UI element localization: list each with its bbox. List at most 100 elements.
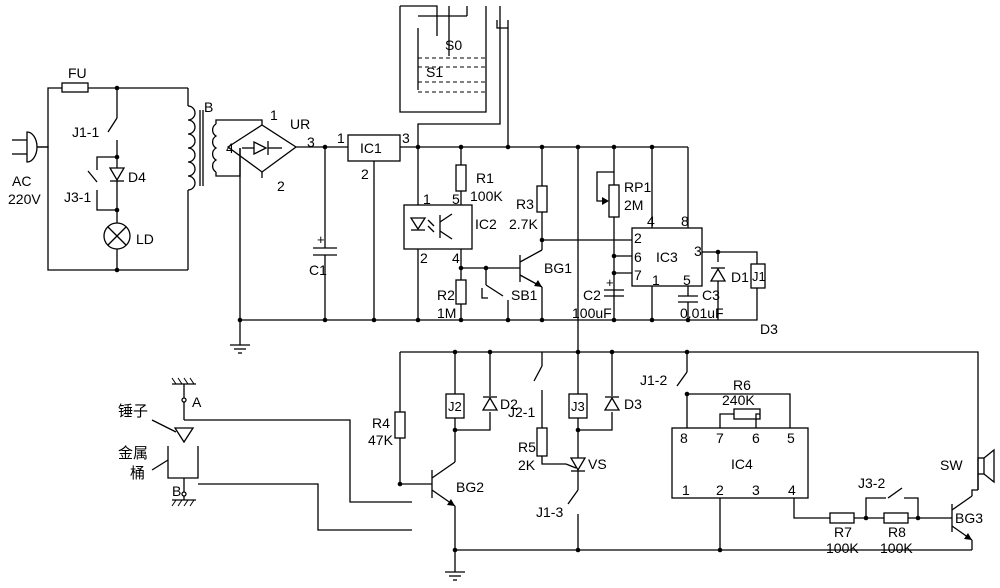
vs-label: VS: [588, 456, 607, 472]
r5-resistor: [537, 428, 547, 456]
d3-diode: [605, 397, 619, 410]
ic3-pin4: 4: [647, 213, 655, 229]
r7-value: 100K: [826, 540, 859, 556]
ic4-pin8: 8: [680, 430, 688, 446]
j1-2-label: J1-2: [640, 372, 667, 388]
ic2-optocoupler: [404, 205, 472, 249]
sb1-label: SB1: [511, 287, 538, 303]
d4-diode: [110, 160, 124, 210]
d4-label: D4: [128, 169, 146, 185]
r6-value: 240K: [722, 392, 755, 408]
ground-symbol: [230, 345, 250, 353]
j1-label: J1: [752, 269, 766, 284]
ic3-pin3: 3: [694, 243, 702, 259]
ac-label: AC: [12, 173, 31, 189]
point-a-label: A: [192, 394, 202, 410]
ur-label: UR: [290, 116, 310, 132]
bg2-label: BG2: [456, 479, 484, 495]
s0-label: S0: [445, 37, 462, 53]
d1-label: D1: [731, 269, 749, 285]
j1-3-switch: [568, 490, 578, 504]
r5-label: R5: [518, 439, 536, 455]
svg-text:+: +: [317, 232, 325, 247]
j1-3-label: J1-3: [536, 504, 563, 520]
ic3-pin7: 7: [634, 267, 642, 283]
ac-plug-symbol: [12, 88, 188, 270]
j2-1-switch: [534, 366, 542, 381]
r7-resistor: [830, 513, 854, 523]
b-label: B: [204, 99, 213, 115]
ic1-pin1: 1: [337, 130, 345, 146]
ic3-label: IC3: [656, 249, 678, 265]
bg1-label: BG1: [544, 260, 572, 276]
hammer-bucket-sensor: [152, 378, 412, 530]
j2-label: J2: [448, 399, 462, 414]
r4-resistor: [395, 412, 405, 438]
bridge-rectifier-ur: [228, 125, 325, 320]
j3-label: J3: [571, 399, 585, 414]
bg3-label: BG3: [955, 510, 983, 526]
ic2-pin4: 4: [452, 250, 460, 266]
r6-label: R6: [733, 377, 751, 393]
ic4-pin6: 6: [752, 430, 760, 446]
ic3-pin6: 6: [634, 249, 642, 265]
ic1-label: IC1: [360, 140, 382, 156]
bucket-label-line1: 金属: [118, 445, 148, 462]
rp1-label: RP1: [624, 179, 651, 195]
j2-1-label: J2-1: [508, 404, 535, 420]
ic4-pin7: 7: [716, 430, 724, 446]
j1-1-label: J1-1: [72, 124, 99, 140]
ic2-pin1: 1: [423, 191, 431, 207]
fuse-symbol: [62, 83, 88, 92]
c2-label: C2: [583, 287, 601, 303]
j1-1-switch: [108, 118, 117, 132]
r1-resistor: [456, 165, 466, 191]
r2-label: R2: [437, 287, 455, 303]
sw-label: SW: [940, 457, 963, 473]
c2-value: 100uF: [572, 305, 612, 321]
r4-label: R4: [372, 415, 390, 431]
c1-label: C1: [309, 262, 327, 278]
r2-value: 1M: [437, 305, 456, 321]
ic4-pin4: 4: [788, 482, 796, 498]
ac-voltage-label: 220V: [8, 191, 41, 207]
r3-value: 2.7K: [509, 216, 538, 232]
r3-resistor: [537, 186, 547, 212]
s1-label: S1: [426, 64, 443, 80]
ur-pin1: 1: [270, 107, 278, 123]
bg2-transistor: [432, 462, 455, 506]
hammer-label: 锤子: [118, 403, 148, 420]
rp1-value: 2M: [624, 197, 643, 213]
ic1-pin2: 2: [361, 166, 369, 182]
ur-pin2: 2: [277, 178, 285, 194]
water-tank: [400, 6, 508, 147]
rp1-potentiometer: [609, 185, 619, 217]
r5-value: 2K: [518, 457, 536, 473]
ic4-pin2: 2: [716, 482, 724, 498]
fu-label: FU: [68, 65, 87, 81]
bg1-transistor: [520, 250, 542, 320]
d2-diode: [483, 397, 497, 410]
speaker-icon: [978, 450, 994, 482]
sb1-pushbutton: [482, 268, 508, 320]
r1-label: R1: [476, 170, 494, 186]
ic2-pin5: 5: [452, 191, 460, 207]
ic2-pin2: 2: [420, 250, 428, 266]
j3-2-label: J3-2: [858, 475, 885, 491]
j1-2-switch: [677, 372, 687, 386]
ur-pin3: 3: [307, 134, 315, 150]
ic3-pin1: 1: [652, 272, 660, 288]
j3-1-label: J3-1: [64, 189, 91, 205]
svg-text:+: +: [606, 275, 614, 290]
ld-lamp: [104, 223, 130, 249]
r1-value: 100K: [470, 188, 503, 204]
ic4-pin5: 5: [787, 430, 795, 446]
r8-resistor: [884, 513, 908, 523]
r8-value: 100K: [880, 540, 913, 556]
c3-value: 0.01uF: [680, 305, 724, 321]
ic3-pin5: 5: [683, 272, 691, 288]
ic1-pin3: 3: [402, 130, 410, 146]
ic4-pin3: 3: [752, 482, 760, 498]
ic3-pin2: 2: [634, 230, 642, 246]
